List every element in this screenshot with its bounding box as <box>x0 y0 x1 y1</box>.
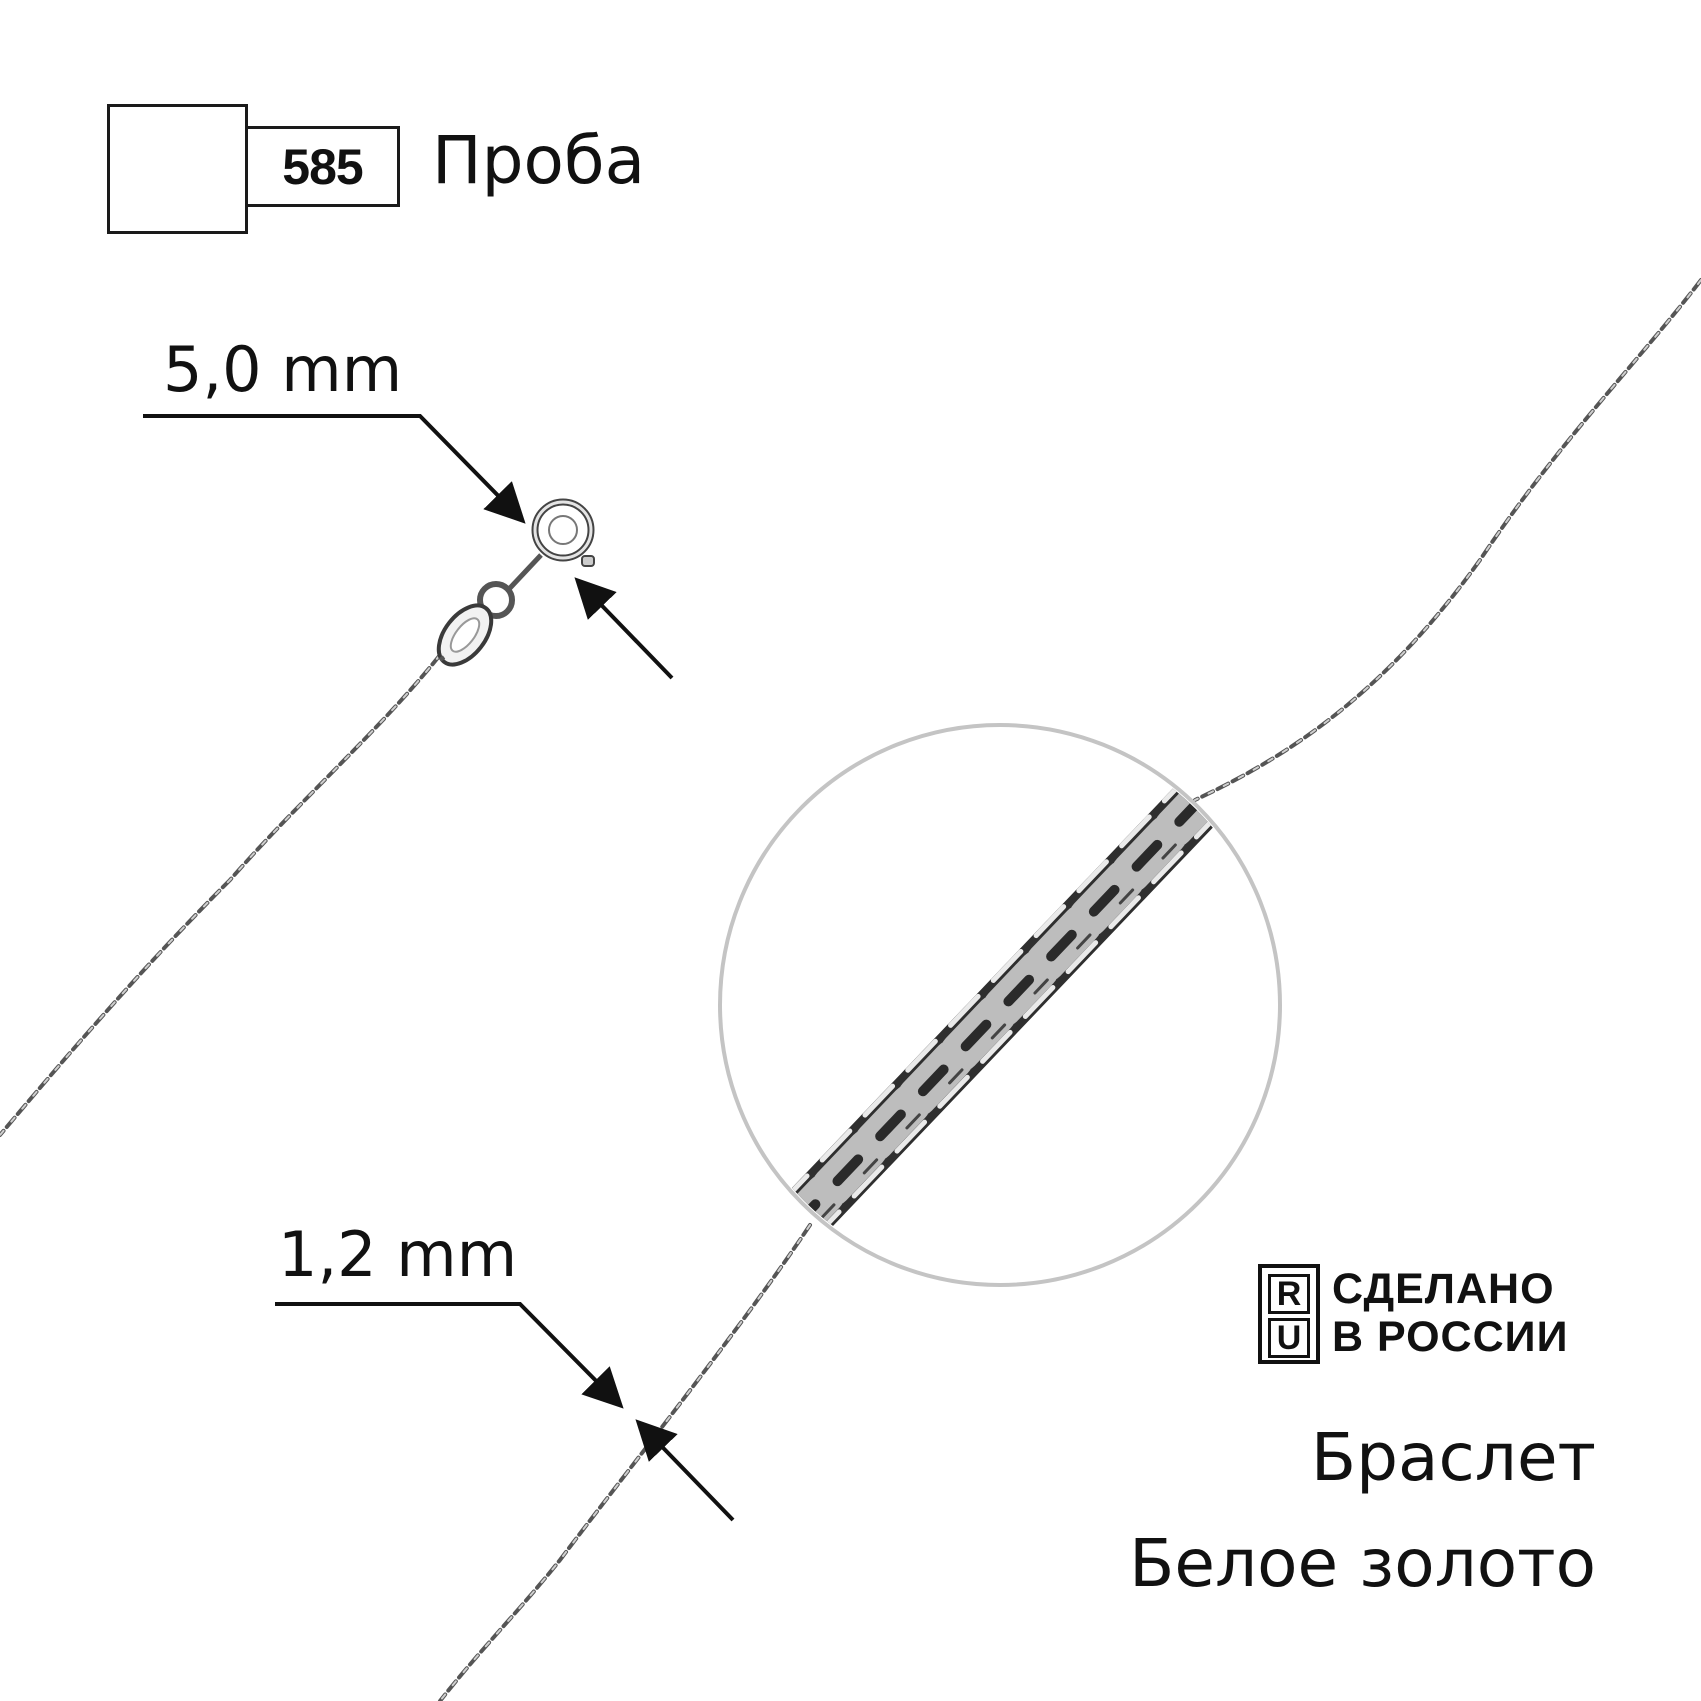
hallmark-stamp-box <box>107 104 248 234</box>
chain-width-label: 1,2 mm <box>278 1218 518 1291</box>
ru-logo: R U <box>1258 1264 1320 1364</box>
chain <box>0 278 1701 1701</box>
purity-label: Проба <box>432 122 646 199</box>
made-in-russia-badge: R U СДЕЛАНО В РОССИИ <box>1258 1264 1596 1364</box>
dimension-lines <box>143 414 735 1522</box>
purity-number: 585 <box>245 126 400 207</box>
made-in-russia-line-1: СДЕЛАНО <box>1332 1265 1555 1313</box>
ru-logo-letter-u: U <box>1268 1318 1310 1358</box>
chain-left-strand-highlight <box>0 654 441 1136</box>
chain-left-strand <box>0 653 442 1137</box>
made-in-russia-line-2: В РОССИИ <box>1332 1313 1569 1361</box>
chain-upper-strand <box>1193 278 1701 802</box>
clasp-counter-arrow <box>574 577 674 680</box>
product-metal: Белое золото <box>1129 1525 1596 1602</box>
chain-lower-strand <box>438 1223 812 1701</box>
magnifier <box>718 723 1282 1287</box>
clasp-size-label: 5,0 mm <box>163 333 403 406</box>
product-type: Браслет <box>1310 1419 1596 1496</box>
chain-leader-line <box>275 1302 624 1409</box>
chain-lower-strand-highlight <box>439 1224 811 1701</box>
chain-upper-strand-highlight <box>1194 279 1701 801</box>
clasp-leader-line <box>143 414 526 524</box>
ru-logo-letter-r: R <box>1268 1274 1310 1314</box>
chain-counter-arrow <box>635 1419 735 1522</box>
magnified-chain <box>772 762 1238 1248</box>
spring-ring-clasp <box>436 498 595 667</box>
